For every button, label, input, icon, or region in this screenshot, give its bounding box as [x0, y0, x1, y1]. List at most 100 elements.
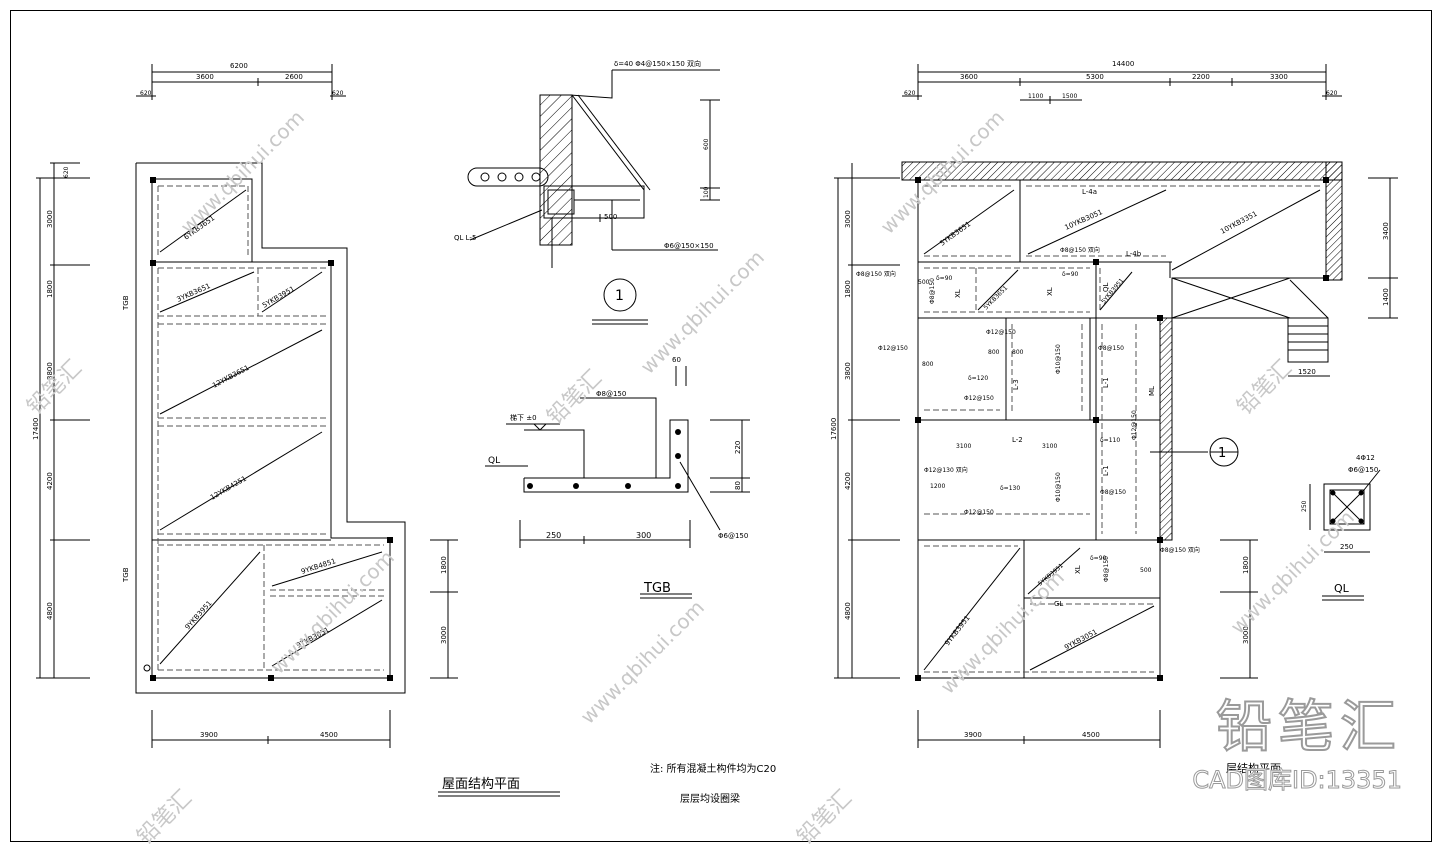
ql-250b: 250	[1340, 543, 1353, 551]
slab-r6: 5YKB3951	[1037, 562, 1065, 587]
dim-800b: 800	[1012, 349, 1024, 356]
label-l3: L-3	[1012, 379, 1020, 390]
left-seg-5: 4800	[46, 602, 54, 620]
left-seg-3: 3800	[46, 362, 54, 380]
rebar-r12: Φ8@150 双向	[1060, 246, 1100, 254]
right-top-seg-4: 3300	[1270, 73, 1288, 81]
slab-r1: 5YKB3651	[938, 220, 972, 248]
left-bottom-seg-1: 3900	[200, 731, 218, 739]
left-bottom-seg-2: 4500	[320, 731, 338, 739]
detail1-500: 500	[604, 213, 617, 221]
rebar-r1: Φ8@150 双向	[856, 270, 896, 278]
label-ml: ML	[1148, 386, 1156, 396]
rebar-r6: Φ8@150	[1098, 345, 1124, 352]
thick-d5: δ=130	[1000, 485, 1020, 492]
slab-r7: 9YKB3951	[943, 614, 971, 647]
rebar-r2: Φ8@150	[929, 278, 936, 304]
right-top-seg-2: 5300	[1086, 73, 1104, 81]
right-sub-seg-1: 1100	[1028, 93, 1043, 100]
slab-label: 12YKB3651	[211, 364, 250, 390]
label-l2: L-2	[1012, 436, 1023, 444]
left-right-seg-1: 1800	[440, 556, 448, 574]
right-seg-1: 3000	[844, 210, 852, 228]
left-small: 620	[63, 166, 70, 178]
right-rb-1: 1800	[1242, 556, 1250, 574]
thick-d3: δ=120	[968, 375, 988, 382]
left-seg-1: 3000	[46, 210, 54, 228]
slab-label: 9YKB4851	[300, 557, 337, 576]
right-overhang-1: 620	[904, 90, 916, 97]
brand-block: 铅笔汇 CAD图库ID:13351	[1192, 695, 1403, 795]
rebar-r15: Φ8@150	[1103, 556, 1110, 582]
detail-1	[467, 69, 720, 325]
drawing-frame	[10, 10, 1432, 842]
left-seg-2: 1800	[46, 280, 54, 298]
ql-name: QL	[1334, 582, 1350, 595]
ql-section	[1309, 469, 1381, 601]
right-bottom-seg-1: 3900	[964, 731, 982, 739]
label-xl-3: XL	[1074, 565, 1082, 574]
left-plan-title: 屋面结构平面	[442, 777, 520, 792]
detail1-stirrup: Φ6@150×150	[664, 242, 714, 250]
left-tgb-1: TGB	[122, 295, 130, 311]
brand-logo: 铅笔汇	[1215, 695, 1402, 760]
thick-d6: δ=90	[1090, 555, 1107, 562]
left-tgb-2: TGB	[122, 567, 130, 583]
right-seg-3: 3800	[844, 362, 852, 380]
right-rb-2: 3000	[1242, 626, 1250, 644]
dim-1200: 1200	[930, 483, 945, 490]
slab-label: 9YKB3051	[295, 626, 330, 650]
dim-500b: 500	[1140, 567, 1152, 574]
dim-3100a: 3100	[956, 443, 971, 450]
left-overhang-1: 620	[140, 90, 152, 97]
left-overhang-2: 620	[332, 90, 344, 97]
slab-label: 9YKB3951	[184, 599, 214, 631]
tgb-detail	[485, 366, 750, 599]
detail1-number: 1	[615, 288, 624, 304]
rebar-r9: Φ12@150	[1131, 410, 1138, 440]
rebar-r13: Φ8@150	[1100, 489, 1126, 496]
ql-bars: 4Φ12	[1356, 454, 1375, 462]
label-l1a: L-1	[1102, 377, 1110, 388]
thick-d1: δ=90	[936, 275, 953, 282]
rebar-r4: Φ10@150	[1055, 344, 1062, 374]
label-l4a: L-4a	[1082, 188, 1097, 196]
rebar-r10: Φ10@150	[1055, 472, 1062, 502]
right-overhang-2: 620	[1326, 90, 1338, 97]
left-total-height: 17400	[32, 418, 40, 440]
right-plan	[834, 64, 1398, 748]
tgb-220: 220	[734, 441, 742, 454]
ql-250a: 250	[1301, 500, 1308, 512]
right-rt-1: 3400	[1382, 222, 1390, 240]
right-top-seg-1: 3600	[960, 73, 978, 81]
brand-id: CAD图库ID:13351	[1192, 766, 1403, 795]
right-rt-2: 1400	[1382, 288, 1390, 306]
rebar-r11: Φ8@150 双向	[1160, 546, 1200, 554]
tgb-250: 250	[546, 531, 561, 540]
left-plan	[36, 64, 560, 797]
detail1-100: 100	[703, 186, 710, 198]
right-top-total: 14400	[1112, 60, 1134, 68]
rebar-r8: Φ12@150	[964, 395, 994, 402]
slab-label: 6YKB3651	[182, 214, 216, 242]
right-plan-title: 层结构平面	[1226, 761, 1281, 775]
detail1-rebar: δ=40 Φ4@150×150 双向	[614, 59, 701, 68]
tgb-level: 梯下 ±0	[510, 413, 537, 422]
label-xl-2: XL	[1046, 287, 1054, 296]
tgb-80: 80	[734, 481, 742, 490]
detail1-beam: QL L-5	[454, 234, 476, 242]
detail1-600: 600	[703, 138, 710, 150]
ql-stirrup: Φ6@150	[1348, 466, 1378, 474]
slab-r3: 10YKB3351	[1219, 210, 1258, 236]
slab-r4: 5YKB3651	[982, 285, 1009, 312]
stair-width: 1520	[1298, 368, 1316, 376]
dim-800c: 800	[922, 361, 934, 368]
tgb-title: TGB	[643, 581, 671, 596]
label-l1b: L-1	[1102, 465, 1110, 476]
tgb-top-bar: Φ8@150	[596, 390, 626, 398]
left-right-seg-2: 3000	[440, 626, 448, 644]
slab-label: 5YKB3951	[261, 285, 296, 310]
thick-d4: δ=110	[1100, 437, 1120, 444]
label-l4b: L-4b	[1126, 250, 1142, 258]
